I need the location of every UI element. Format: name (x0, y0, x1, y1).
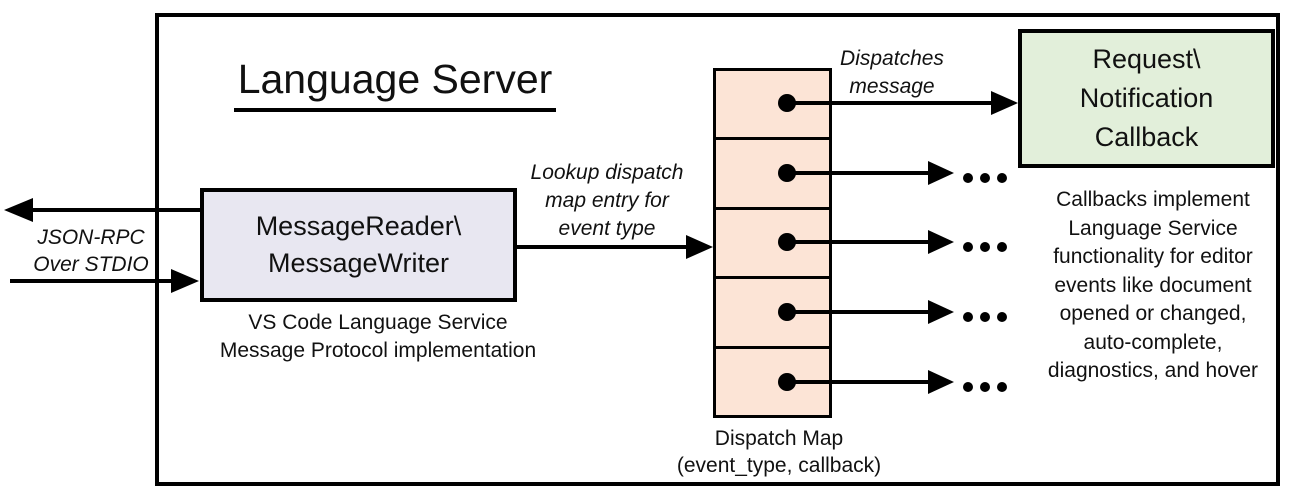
callbacks-description-line: opened or changed, (1059, 302, 1247, 325)
diagram-title-text: Language Server (233, 56, 557, 112)
callbacks-description: Callbacks implement Language Service fun… (1022, 186, 1284, 386)
dispatch-map-cell (716, 209, 829, 280)
callback-box-line: Callback (1094, 122, 1199, 152)
dispatches-message-annotation: Dispatches message (806, 45, 978, 101)
callbacks-description-line: Callbacks implement (1056, 188, 1250, 211)
dispatch-map-cell (716, 279, 829, 349)
dispatch-map-label-line: (event_type, callback) (676, 454, 882, 477)
dispatches-annotation-line: Dispatches (840, 47, 944, 70)
callbacks-description-line: diagnostics, and hover (1047, 359, 1259, 382)
dispatch-map (713, 68, 832, 418)
lookup-dispatch-annotation: Lookup dispatch map entry for event type (517, 159, 697, 243)
dispatch-map-label: Dispatch Map (event_type, callback) (659, 425, 899, 479)
diagram-title: Language Server (215, 56, 575, 112)
dispatch-map-cell (716, 348, 829, 416)
callbacks-description-line: auto-complete, (1083, 330, 1223, 354)
reader-caption-line: VS Code Language Service (248, 311, 508, 334)
dispatch-map-cell (716, 140, 829, 210)
json-rpc-annotation-line: JSON-RPC (37, 226, 145, 249)
callback-box-line: Request\ (1092, 44, 1201, 74)
message-writer-label: MessageWriter (267, 248, 450, 278)
callback-box-line: Notification (1079, 83, 1214, 113)
lookup-annotation-line: map entry for (545, 189, 669, 212)
dispatch-map-label-line: Dispatch Map (714, 427, 844, 450)
reader-caption-line: Message Protocol implementation (219, 339, 537, 362)
lookup-annotation-line: event type (558, 217, 656, 240)
dispatches-annotation-line: message (849, 75, 935, 98)
callbacks-description-line: functionality for editor (1053, 245, 1253, 268)
callbacks-description-line: Language Service (1068, 216, 1238, 240)
callbacks-description-line: events like document (1054, 273, 1252, 297)
dispatch-map-cell (716, 71, 829, 141)
json-rpc-annotation-line: Over STDIO (33, 253, 149, 276)
json-rpc-annotation: JSON-RPC Over STDIO (8, 224, 174, 278)
request-notification-callback-box: Request\ Notification Callback (1018, 29, 1275, 168)
message-reader-writer-box: MessageReader\ MessageWriter (200, 188, 517, 302)
message-reader-label: MessageReader\ (255, 211, 462, 241)
language-server-container-box (155, 13, 1280, 486)
reader-box-caption: VS Code Language Service Message Protoco… (203, 309, 553, 365)
lookup-annotation-line: Lookup dispatch (530, 161, 684, 184)
